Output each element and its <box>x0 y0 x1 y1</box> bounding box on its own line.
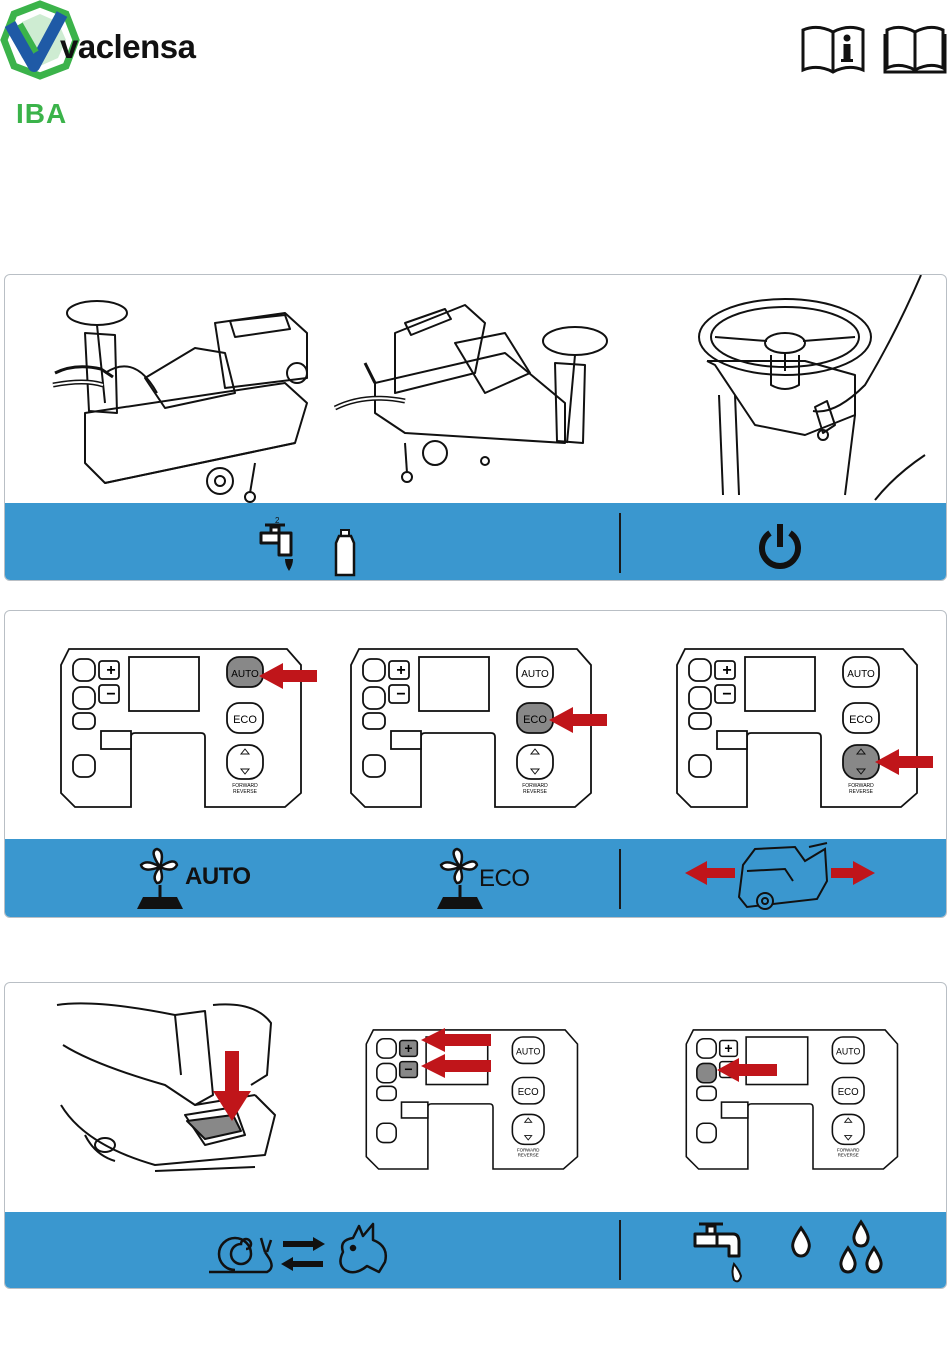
eco-mode-label: ECO <box>479 865 530 893</box>
svg-text:+: + <box>404 1040 412 1056</box>
rabbit-icon <box>333 1222 393 1278</box>
pedal-press-illustration <box>55 995 285 1195</box>
svg-text:AUTO: AUTO <box>836 1047 860 1057</box>
control-panel-eco: + − AUTO ECO FORWARD REVERSE <box>345 647 615 817</box>
red-arrow-icon <box>421 1027 491 1053</box>
svg-text:2: 2 <box>275 516 280 525</box>
red-arrow-icon <box>875 747 933 777</box>
svg-text:−: − <box>106 686 115 703</box>
control-panel-direction: + − AUTO ECO FORWARD REVERSE <box>671 647 941 817</box>
control-panel-outline: + − AUTO ECO FORWARD REVERSE <box>681 1023 901 1183</box>
svg-text:+: + <box>722 662 731 679</box>
swap-arrows-icon <box>281 1236 325 1272</box>
svg-text:REVERSE: REVERSE <box>233 789 258 795</box>
svg-text:ECO: ECO <box>233 714 257 726</box>
section-control-modes: + − AUTO ECO FORWARD REVERSE <box>4 610 947 918</box>
brand-name: vaclensa <box>60 28 195 66</box>
svg-text:AUTO: AUTO <box>231 669 259 680</box>
svg-text:−: − <box>404 1061 412 1077</box>
triple-drop-icon <box>837 1220 885 1280</box>
red-arrow-icon <box>549 705 607 735</box>
fan-brush-icon <box>435 847 485 911</box>
svg-text:AUTO: AUTO <box>847 669 875 680</box>
section2-info-band: AUTO ECO <box>5 839 946 917</box>
section1-info-band: 2 <box>5 503 946 580</box>
control-panel-water: + − AUTO ECO FORWARD REVERSE <box>681 1023 901 1183</box>
section3-info-band <box>5 1212 946 1288</box>
svg-text:FORWARD: FORWARD <box>517 1147 539 1152</box>
section-speed-water: + − AUTO ECO FORWARD REVERSE <box>4 982 947 1289</box>
svg-text:+: + <box>106 662 115 679</box>
detergent-bottle-icon <box>333 529 357 577</box>
water-tap-icon: 2 <box>257 517 301 575</box>
svg-text:AUTO: AUTO <box>516 1047 540 1057</box>
svg-text:−: − <box>396 686 405 703</box>
control-panel-outline: + − AUTO ECO FORWARD REVERSE <box>671 647 921 817</box>
red-arrow-icon <box>421 1053 491 1079</box>
svg-text:REVERSE: REVERSE <box>849 789 874 795</box>
band-divider <box>619 1220 621 1280</box>
auto-mode-label: AUTO <box>185 863 251 891</box>
brand-logo: vaclensa IBA <box>0 0 200 130</box>
svg-text:+: + <box>724 1040 732 1056</box>
svg-text:ECO: ECO <box>518 1087 539 1098</box>
red-arrow-icon <box>259 661 317 691</box>
control-panel-speed: + − AUTO ECO FORWARD REVERSE <box>361 1023 581 1183</box>
svg-text:+: + <box>396 662 405 679</box>
band-divider <box>619 849 621 909</box>
svg-text:REVERSE: REVERSE <box>523 789 548 795</box>
water-tap-icon <box>691 1216 747 1284</box>
svg-text:REVERSE: REVERSE <box>518 1153 539 1158</box>
svg-text:−: − <box>722 686 731 703</box>
single-drop-icon <box>789 1226 813 1258</box>
red-arrow-icon <box>717 1057 777 1083</box>
manual-book-icon <box>884 24 946 74</box>
svg-text:ECO: ECO <box>849 714 873 726</box>
fan-brush-icon <box>135 847 185 911</box>
band-divider <box>619 513 621 573</box>
control-panel-auto: + − AUTO ECO FORWARD REVERSE <box>55 647 305 817</box>
svg-text:FORWARD: FORWARD <box>837 1147 859 1152</box>
manual-info-icon <box>800 24 866 74</box>
key-switch-illustration <box>695 275 945 505</box>
svg-text:AUTO: AUTO <box>521 669 549 680</box>
section-filling-power: 2 <box>4 274 947 581</box>
svg-text:ECO: ECO <box>838 1087 859 1098</box>
power-icon <box>755 521 805 571</box>
brand-sub: IBA <box>16 98 67 130</box>
svg-text:REVERSE: REVERSE <box>838 1153 859 1158</box>
snail-icon <box>205 1232 275 1276</box>
direction-machine-icon <box>685 841 875 913</box>
machine-fill-detergent-illustration <box>335 293 615 493</box>
svg-text:ECO: ECO <box>523 714 547 726</box>
machine-fill-water-illustration <box>45 293 325 503</box>
